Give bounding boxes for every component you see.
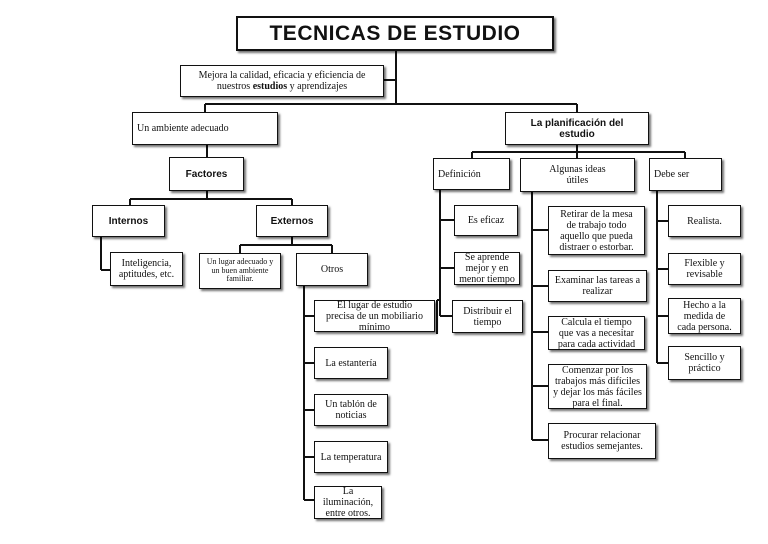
otros-item-iluminacion: La iluminación, entre otros. — [314, 486, 382, 519]
otros-item-estanteria: La estantería — [314, 347, 388, 379]
intro-text: Mejora la calidad, eficacia y eficiencia… — [199, 70, 366, 92]
ambiente-node: Un ambiente adecuado — [132, 112, 278, 145]
factores-node: Factores — [169, 157, 244, 191]
externos-node: Externos — [256, 205, 328, 237]
definicion-item-distribuir: Distribuir el tiempo — [452, 300, 523, 333]
otros-item-mobiliario: El lugar de estudio precisa de un mobili… — [314, 300, 435, 333]
externos-item: Un lugar adecuado y un buen ambiente fam… — [199, 253, 281, 289]
internos-item: Inteligencia, aptitudes, etc. — [110, 252, 183, 286]
map-title: TECNICAS DE ESTUDIO — [236, 16, 554, 51]
debe-ser-item-flexible: Flexible y revisable — [668, 253, 741, 285]
ideas-item-relacionar: Procurar relacionar estudios semejantes. — [548, 423, 656, 459]
ideas-item-examinar: Examinar las tareas a realizar — [548, 270, 647, 302]
ideas-item-comenzar: Comenzar por los trabajos más difíciles … — [548, 364, 647, 409]
internos-node: Internos — [92, 205, 165, 237]
ideas-node: Algunas ideas útiles — [520, 158, 635, 192]
debe-ser-item-medida: Hecho a la medida de cada persona. — [668, 298, 741, 334]
otros-item-tablon: Un tablón de noticias — [314, 394, 388, 426]
intro-text-bold: estudios — [252, 81, 288, 92]
ideas-item-calcula: Calcula el tiempo que vas a necesitar pa… — [548, 316, 645, 350]
ideas-item-retirar: Retirar de la mesa de trabajo todo aquel… — [548, 206, 645, 255]
debe-ser-item-realista: Realista. — [668, 205, 741, 237]
intro-text-end: y aprendizajes — [287, 81, 348, 92]
definicion-item-aprende: Se aprende mejor y en menor tiempo — [454, 252, 520, 285]
otros-item-temperatura: La temperatura — [314, 441, 388, 473]
intro-node: Mejora la calidad, eficacia y eficiencia… — [180, 65, 384, 97]
definicion-item-eficaz: Es eficaz — [454, 205, 518, 236]
otros-node: Otros — [296, 253, 368, 286]
intro-text-start: Mejora la calidad, eficacia y eficiencia… — [198, 70, 366, 92]
definicion-node: Definición — [433, 158, 510, 190]
planificacion-node: La planificación del estudio — [505, 112, 649, 145]
debe-ser-item-sencillo: Sencillo y práctico — [668, 346, 741, 380]
debe-ser-node: Debe ser — [649, 158, 722, 191]
